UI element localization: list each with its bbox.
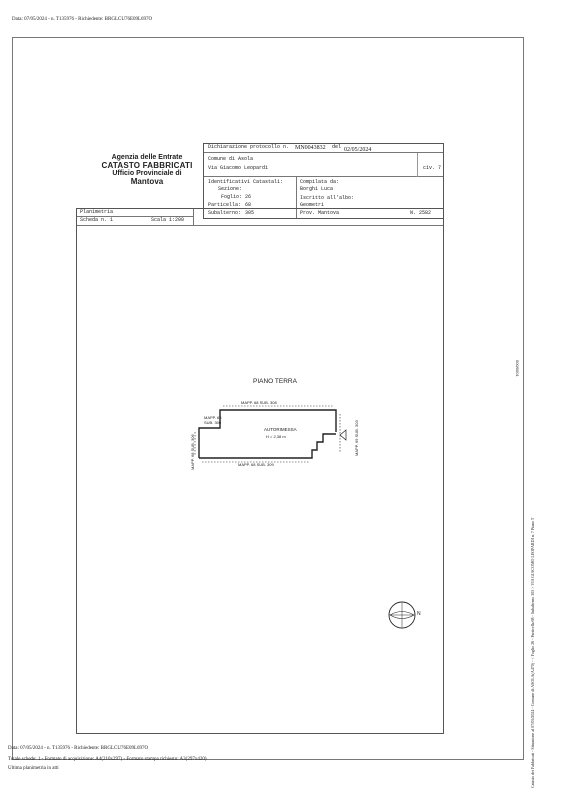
right-vertical-info: Catasto dei Fabbricati - Situazione al 0… [530, 517, 535, 788]
last-plan-note: Ultima planimetria in atti [8, 766, 59, 771]
civic-number: civ. 7 [423, 165, 442, 171]
iscritto-value: Geometri [300, 202, 325, 208]
mapp-top-label: MAPP. 68 SUB. 308 [241, 400, 277, 405]
mapp-bottom-label: MAPP. 68 SUB. 309 [238, 462, 274, 467]
planimetria-label: Planimetria [80, 209, 114, 215]
mapp-left-label-b: SUB. 300 [204, 420, 222, 425]
scheda-label: Scheda n. 1 [80, 217, 114, 223]
catasto-title: CATASTO FABBRICATI [101, 161, 193, 170]
agency-name: Agenzia delle Entrate [111, 154, 183, 161]
del-label: del [332, 144, 342, 150]
iscritto-label: Iscritto all'albo: [300, 195, 355, 201]
request-info-bottom: Data: 07/05/2024 - n. T135976 - Richiede… [8, 746, 149, 751]
agency-header: Agenzia delle Entrate CATASTO FABBRICATI… [92, 154, 202, 186]
plan-header: Planimetria Scheda n. 1 Scala 1:200 [77, 209, 443, 226]
foglio-label: Foglio: [221, 194, 243, 200]
mapp-left-vertical-label: MAPP. 68 SUB. 306 [190, 434, 195, 470]
plan-wall-top [219, 409, 337, 432]
subalterno-label: Subalterno: [208, 210, 242, 216]
office-city: Mantova [130, 177, 164, 186]
protocol-number: MN0043832 [295, 145, 326, 151]
provincia: Prov. Mantova [300, 210, 340, 216]
identificativi-label: Identificativi Catastali: [208, 179, 284, 185]
particella-label: Particella: [208, 202, 242, 208]
page-frame [12, 37, 524, 760]
floor-plan-drawing [194, 405, 347, 463]
scala-label: Scala 1:200 [151, 217, 185, 223]
floor-label: PIANO TERRA [253, 378, 297, 385]
sezione-label: Sezione: [218, 186, 243, 192]
plan-wall-bottom [199, 433, 336, 459]
compass-north-letter: N [417, 611, 421, 617]
plan-wall-left [198, 411, 221, 458]
office-name: Ufficio Provinciale di [112, 170, 182, 177]
comune: Comune di Asola [208, 156, 254, 162]
room-height: H = 2,38 m [266, 434, 286, 439]
declaration-box: Dichiarazione protocollo n. MN0043832 de… [203, 143, 444, 219]
subalterno-value: 305 [245, 210, 255, 216]
albo-number: N. 2582 [410, 210, 432, 216]
mapp-left-label-a: MAPP. 68 [204, 415, 222, 420]
right-reference: 000/0001 [515, 360, 520, 377]
planimetria-frame: Planimetria Scheda n. 1 Scala 1:200 [76, 208, 444, 734]
entrance-arrow-icon [339, 429, 347, 441]
compilata-name: Borghi Luca [300, 186, 334, 192]
declaration-date: 02/05/2024 [344, 147, 372, 153]
foglio-value: 26 [245, 194, 252, 200]
request-info-top: Data: 07/05/2024 - n. T135976 - Richiede… [12, 17, 153, 22]
address: Via Giacomo Leopardi [208, 165, 269, 171]
compilata-label: Compilata da: [300, 179, 340, 185]
particella-value: 68 [245, 202, 252, 208]
declaration-label: Dichiarazione protocollo n. [208, 144, 290, 150]
mapp-right-vertical-label: MAPP. 69 SUB. 303 [354, 420, 359, 456]
north-compass-icon [388, 601, 416, 629]
format-info: Totale schede: 1 - Formato di acquisizio… [8, 757, 207, 762]
room-name: AUTORIMESSA [264, 427, 297, 432]
